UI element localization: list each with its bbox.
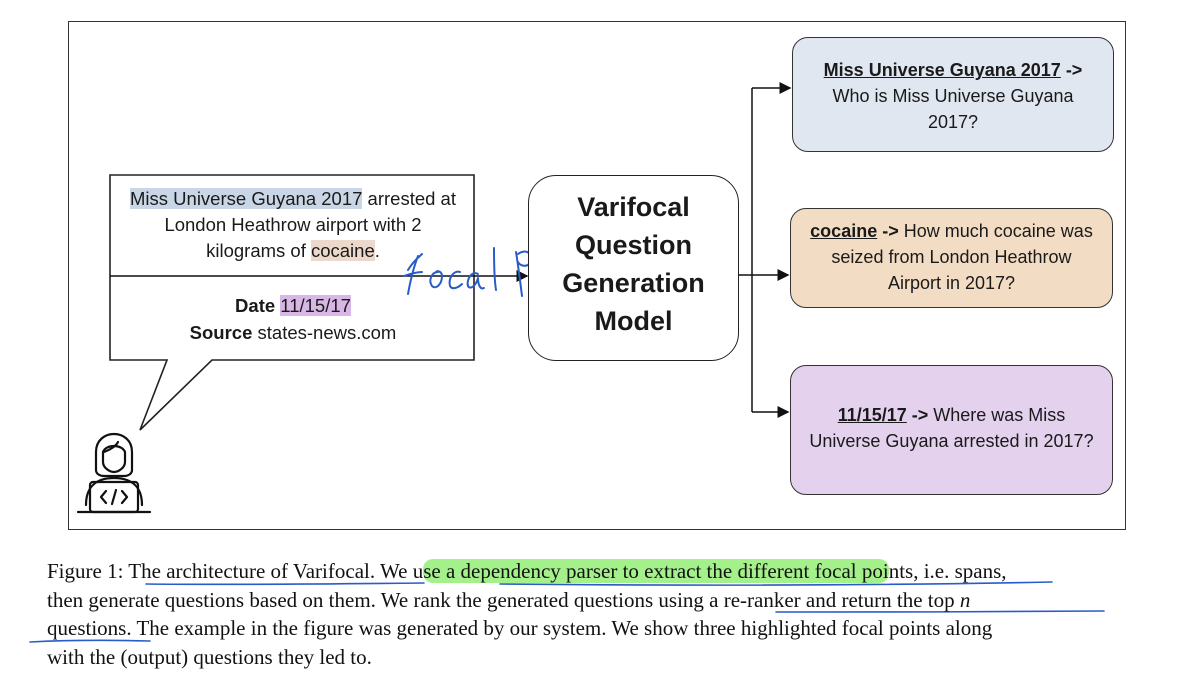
output-question-1: Miss Universe Guyana 2017 -> Who is Miss… xyxy=(823,60,1083,132)
model-label: Varifocal Question Generation Model xyxy=(562,192,705,336)
input-sentence: Miss Universe Guyana 2017 arrested at Lo… xyxy=(130,188,456,261)
model-box xyxy=(528,175,739,361)
pen-underlines xyxy=(29,581,1105,643)
output-box-3 xyxy=(790,365,1113,495)
caption-line-1: Figure 1: The architecture of Varifocal.… xyxy=(47,559,1007,583)
output-box-2 xyxy=(790,208,1113,308)
figure-frame xyxy=(68,21,1126,530)
highlighter-mark: se a dependency parser to extract the di… xyxy=(423,559,889,583)
focal-highlight-name: Miss Universe Guyana 2017 xyxy=(130,188,363,209)
focal-highlight-date: 11/15/17 xyxy=(280,295,351,316)
focal-highlight-cocaine: cocaine xyxy=(310,240,375,261)
output-question-2: cocaine -> How much cocaine was seized f… xyxy=(810,221,1093,293)
caption-line-3: questions. The example in the figure was… xyxy=(47,616,993,640)
figure-caption: Figure 1: The architecture of Varifocal.… xyxy=(47,557,1157,671)
caption-line-2: then generate questions based on them. W… xyxy=(47,587,971,612)
output-question-3: 11/15/17 -> Where was Miss Universe Guya… xyxy=(809,405,1094,451)
input-metadata: Date 11/15/17 Source states-news.com xyxy=(189,295,397,343)
coder-icon xyxy=(76,432,152,514)
output-box-1 xyxy=(792,37,1114,152)
caption-line-4: with the (output) questions they led to. xyxy=(47,644,372,669)
